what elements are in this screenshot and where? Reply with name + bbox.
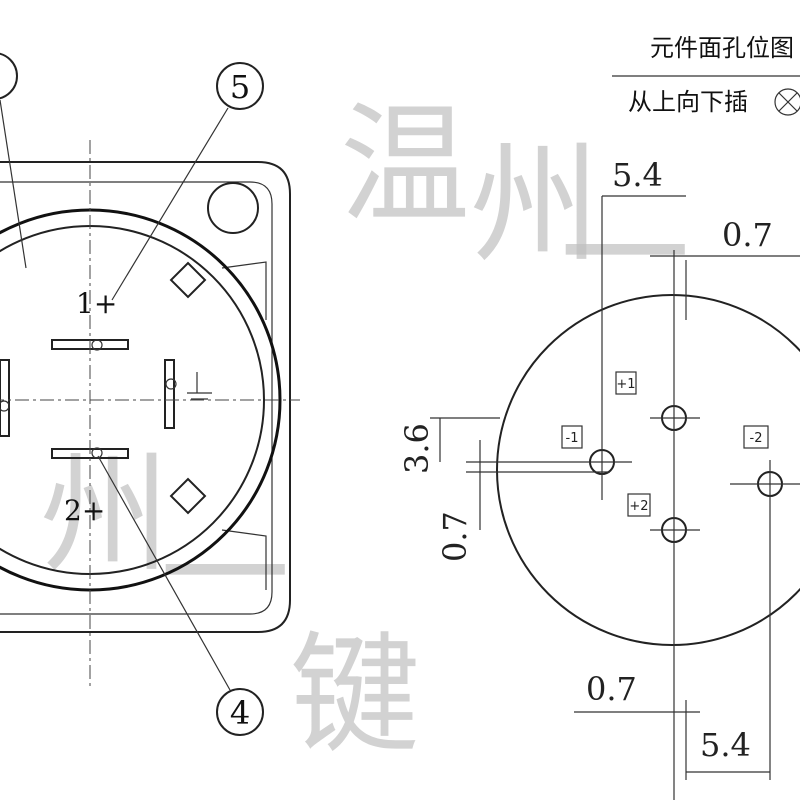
pin-slot-4	[0, 359, 10, 437]
dimension-left-tall: 3.6	[398, 423, 436, 474]
callout-5-number: 5	[230, 68, 250, 106]
pin-tag-minus-1-box	[561, 425, 583, 449]
pin-tag-plus-2: +2	[629, 499, 648, 514]
callout-5-circle	[216, 62, 264, 110]
insert-direction-symbol	[774, 88, 800, 116]
dimension-top-narrow: 0.7	[722, 216, 773, 254]
pin-tag-plus-1: +1	[616, 377, 635, 392]
dimension-top-wide: 5.4	[612, 156, 663, 194]
connector-outline	[496, 294, 800, 646]
watermark-char-3: 一	[560, 179, 690, 331]
dimension-left-small: 0.7	[436, 511, 474, 562]
dimension-bottom-wide: 5.4	[700, 726, 751, 764]
pin-tag-plus-2-box	[627, 493, 651, 517]
pin-label-1: 1+	[76, 287, 117, 320]
dimension-bottom-narrow: 0.7	[586, 670, 637, 708]
insert-direction-note: 从上向下插	[628, 88, 748, 116]
watermark-char-4: 州	[40, 439, 170, 591]
watermark-char-5: 一	[160, 499, 290, 651]
left-view: 1+ 2+ 5 4	[0, 52, 300, 736]
callout-4-circle	[216, 688, 264, 736]
pin-slot-3	[164, 359, 175, 429]
pin-tag-plus-1-box	[615, 371, 637, 395]
pin-label-2: 2+	[64, 494, 105, 527]
watermark-char-6: 键	[290, 619, 420, 771]
pin-tag-minus-1: -1	[566, 431, 579, 446]
mounting-hole	[207, 182, 259, 234]
watermark-char-2: 州	[470, 129, 600, 281]
watermark: 温 州 一 州 一 键	[40, 89, 690, 771]
pin-tag-minus-2: -2	[750, 431, 763, 446]
watermark-char-1: 温	[340, 89, 470, 241]
hole-pattern-title: 元件面孔位图	[650, 34, 794, 62]
callout-4-number: 4	[230, 694, 250, 732]
right-view: 元件面孔位图 从上向下插 +1 -1 -2 +2 5.4	[398, 34, 800, 800]
pin-tag-minus-2-box	[743, 425, 769, 449]
